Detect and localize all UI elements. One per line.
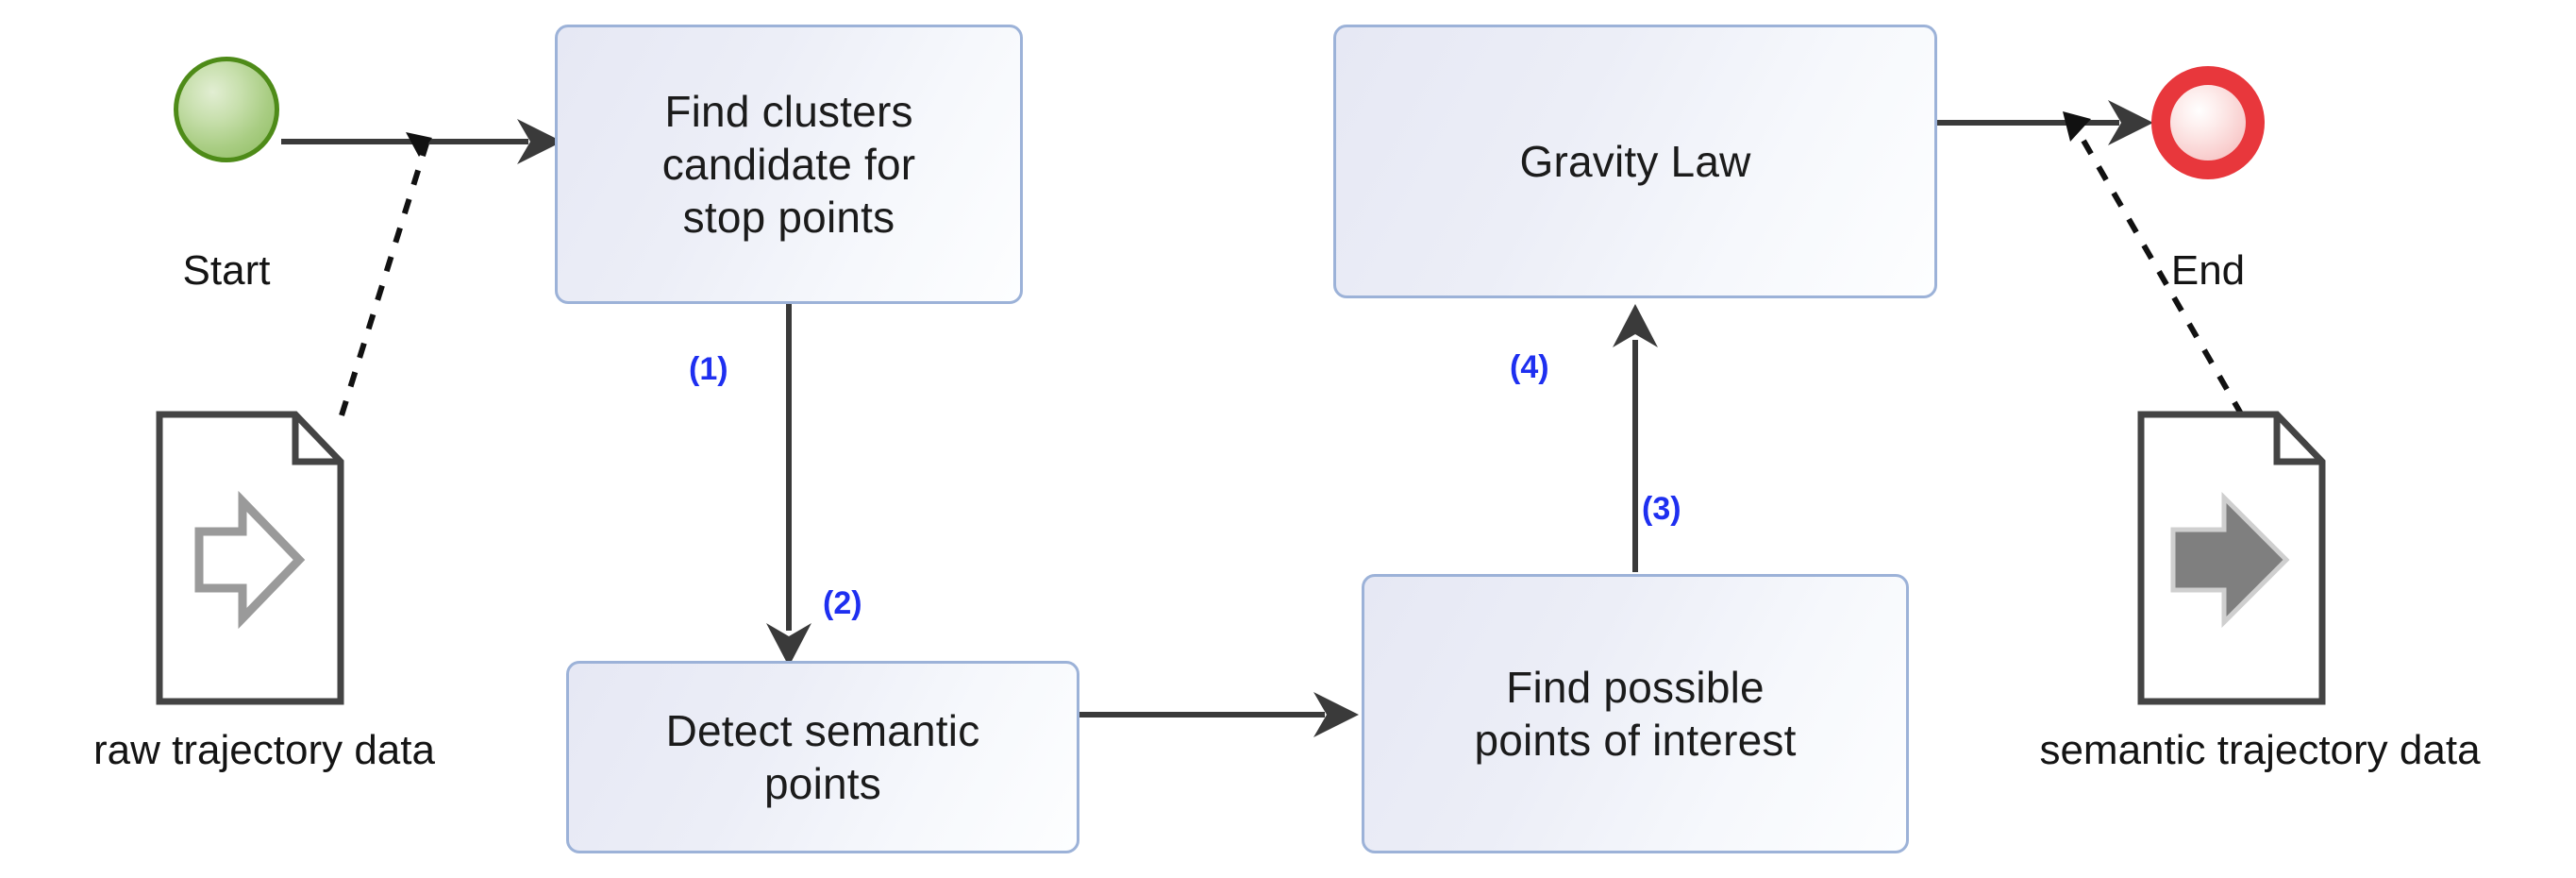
task-detect-semantic-points[interactable]: Detect semantic points <box>566 661 1079 853</box>
flow-label-3: (3) <box>1642 491 1681 527</box>
flow-label-4: (4) <box>1510 349 1549 385</box>
edge-gravity-law-to-end <box>1936 100 2153 145</box>
task-gravity-law[interactable]: Gravity Law <box>1333 25 1937 298</box>
end-event-label: End <box>2170 247 2246 294</box>
flow-label-2: (2) <box>823 585 862 621</box>
start-event-node[interactable] <box>174 57 279 162</box>
right-arrow-icon <box>194 490 306 630</box>
data-object-semantic-trajectory-label: semantic trajectory data <box>2039 727 2481 773</box>
right-arrow-icon <box>2170 491 2290 629</box>
task-find-clusters-label: Find clusters candidate for stop points <box>661 86 916 243</box>
end-event-node[interactable] <box>2151 66 2265 179</box>
task-find-possible-poi-label: Find possible points of interest <box>1474 662 1797 765</box>
task-find-clusters[interactable]: Find clusters candidate for stop points <box>555 25 1023 304</box>
association-raw-data <box>339 132 432 416</box>
edge-start-to-find-clusters <box>281 119 562 164</box>
data-object-raw-trajectory-label: raw trajectory data <box>93 727 435 773</box>
start-event-label: Start <box>182 247 271 294</box>
edge-detect-semantic-to-find-poi <box>1079 692 1359 737</box>
edge-find-clusters-to-detect-semantic <box>766 304 811 667</box>
task-find-possible-poi[interactable]: Find possible points of interest <box>1362 574 1909 853</box>
edge-find-poi-to-gravity-law <box>1613 304 1658 572</box>
task-gravity-law-label: Gravity Law <box>1519 136 1751 186</box>
flow-label-1: (1) <box>689 351 728 387</box>
task-detect-semantic-points-label: Detect semantic points <box>665 705 980 808</box>
